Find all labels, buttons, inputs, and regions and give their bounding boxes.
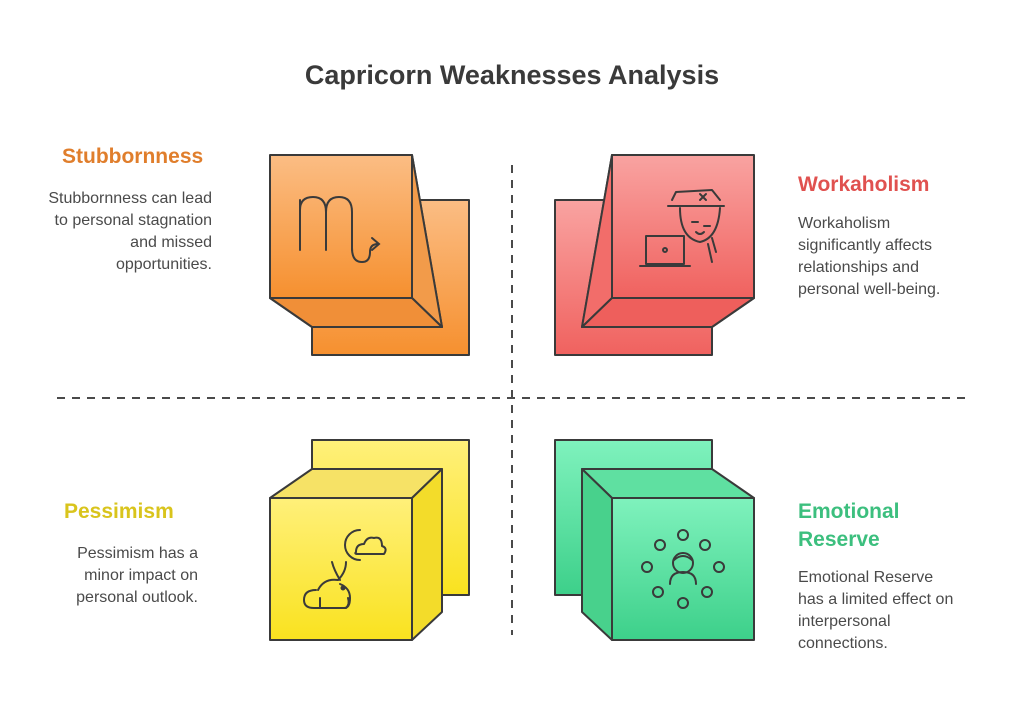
pessimism-block xyxy=(269,439,470,641)
workaholism-heading: Workaholism xyxy=(798,173,930,196)
emotional-reserve-description: Emotional Reserve has a limited effect o… xyxy=(798,569,954,652)
stubbornness-heading: Stubbornness xyxy=(62,145,204,168)
workaholism-block xyxy=(554,154,755,356)
page-title: Capricorn Weaknesses Analysis xyxy=(304,60,720,90)
rabbit-moon-cloud-icon xyxy=(303,529,387,609)
capricorn-symbol-icon xyxy=(299,195,381,264)
workaholism-description: Workaholism significantly affects relati… xyxy=(798,215,941,298)
stubbornness-description: Stubbornness can lead to personal stagna… xyxy=(48,190,212,273)
emotional-reserve-heading: Emotional Reserve xyxy=(798,500,900,551)
stubbornness-block xyxy=(269,154,470,356)
person-circle-icon xyxy=(641,529,725,609)
overworked-person-laptop-icon xyxy=(639,189,725,267)
pessimism-heading: Pessimism xyxy=(64,500,174,523)
emotional-reserve-block xyxy=(554,439,755,641)
pessimism-description: Pessimism has a minor impact on personal… xyxy=(76,545,198,606)
